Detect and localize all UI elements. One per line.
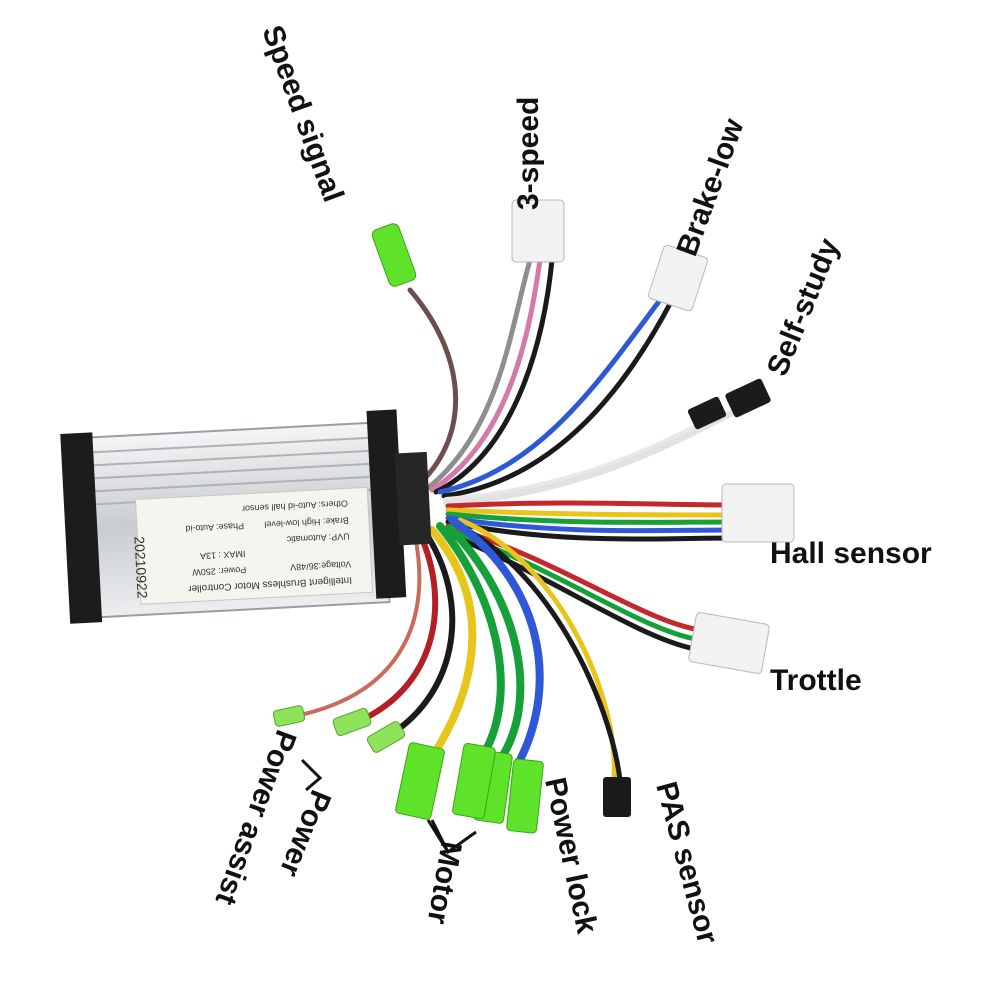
wire-speed-signal <box>407 287 459 491</box>
left-end-cap <box>60 432 103 624</box>
sticker-brake: Brake: High low-level <box>264 515 349 529</box>
arrow-power <box>300 758 323 792</box>
sticker-phase: Phase: Auto-id <box>185 521 244 534</box>
controller-box: Intelligent Brushless Motor Controller V… <box>60 409 432 624</box>
label-speed-signal: Speed signal <box>255 21 349 206</box>
label-trottle: Trottle <box>770 664 862 697</box>
spec-sticker: Intelligent Brushless Motor Controller V… <box>131 486 374 605</box>
self-study-connector-a <box>687 396 727 430</box>
wire-power-lock-green <box>446 524 525 764</box>
wire-3speed-black <box>433 257 555 495</box>
sticker-serial: 20210922 <box>131 536 150 599</box>
wire-pas-black <box>453 521 623 783</box>
wire-hall-black <box>445 519 733 542</box>
wire-throttle-red <box>445 523 703 633</box>
sticker-imax: IMAX : 13A <box>200 549 246 561</box>
connectors <box>272 199 795 834</box>
sticker-power: Power: 250W <box>192 565 247 578</box>
label-power: Power <box>273 785 337 881</box>
wire-power-assist <box>298 534 422 717</box>
wire-power-black <box>387 529 456 738</box>
sticker-voltage: Voltage:36/48V <box>290 559 352 572</box>
wire-3speed-gray <box>425 257 533 491</box>
power-connector-red <box>332 708 372 736</box>
label-power-lock: Power lock <box>538 775 603 937</box>
power-connector-black <box>366 721 406 753</box>
wire-brake-blue <box>437 297 663 495</box>
wire-power-red <box>347 531 439 728</box>
motor-connector-b <box>395 742 445 820</box>
three-speed-connector <box>511 199 565 263</box>
speed-signal-connector <box>371 223 417 287</box>
wire-bundle <box>298 257 741 783</box>
wire-3speed-pink <box>429 257 543 493</box>
sticker-uvp: UVP: Automatic <box>286 531 350 544</box>
motor-connector-a <box>452 742 496 820</box>
wire-self-study-a <box>443 422 703 503</box>
wire-hall-red <box>445 500 733 509</box>
power-lock-connector-b <box>506 758 544 834</box>
label-motor: Motor <box>421 839 468 927</box>
cable-gland <box>394 451 432 546</box>
wire-motor-yellow <box>426 526 477 764</box>
label-power-assist: Power assist <box>209 726 303 910</box>
pointer-arrows <box>300 758 477 855</box>
label-3-speed: 3-speed <box>512 97 545 210</box>
wire-brake-black <box>441 297 675 499</box>
self-study-connector-b <box>725 378 771 418</box>
label-self-study: Self-study <box>761 234 846 381</box>
wire-power-lock-blue <box>448 516 544 764</box>
brake-low-connector <box>648 244 708 312</box>
wire-hall-yellow <box>445 507 733 518</box>
wire-self-study-b <box>443 407 741 506</box>
wire-hall-blue <box>445 515 733 534</box>
power-assist-connector <box>272 705 306 727</box>
label-brake-low: Brake-low <box>671 114 751 261</box>
arrow-motor <box>426 819 477 855</box>
pas-sensor-connector <box>603 777 631 817</box>
wire-hall-green <box>445 511 733 525</box>
label-hall-sensor: Hall sensor <box>770 537 932 570</box>
label-pas-sensor: PAS sensor <box>649 778 724 947</box>
hall-sensor-connector <box>721 483 795 543</box>
wire-motor-green <box>436 522 505 764</box>
throttle-connector <box>688 612 770 674</box>
